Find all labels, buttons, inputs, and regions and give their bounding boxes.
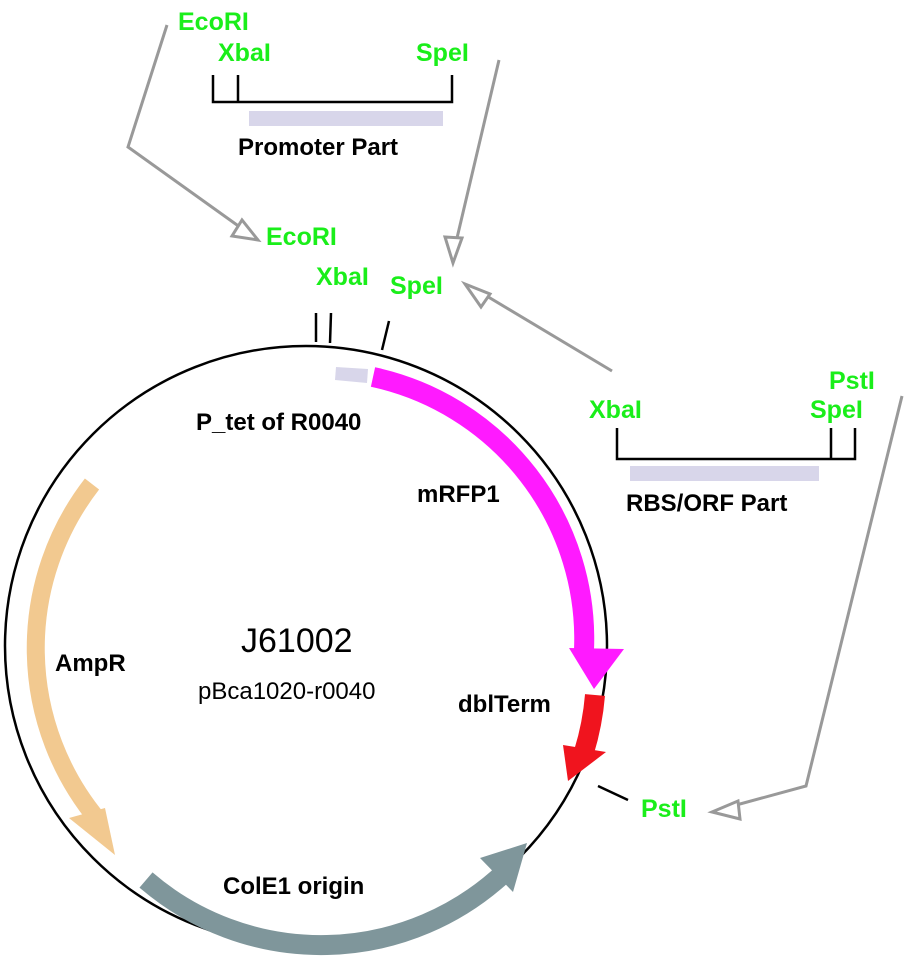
promoter-part-bar [249,111,443,126]
rbs-orf-site-spei: SpeI [810,396,863,424]
rbs-orf-site-xbai: XbaI [589,396,642,424]
feature-cole1-arrowhead [480,843,527,892]
rbs-orf-part: XbaI PstI SpeI RBS/ORF Part [589,367,875,517]
promoter-part-label: Promoter Part [238,134,398,161]
feature-mrfp1-arrowhead [569,648,624,689]
label-p-tet: P_tet of R0040 [196,409,361,436]
connector-spei-right-arrowhead [460,280,493,310]
feature-ampr-arrowhead [69,808,115,855]
plasmid-site-ticks [314,312,629,802]
connector-psti [717,395,904,812]
promoter-site-xbai: XbaI [218,39,271,67]
tick-xbai [328,312,333,344]
tick-psti [597,784,629,802]
feature-p-tet [335,367,368,383]
rbs-orf-part-label: RBS/ORF Part [626,490,787,517]
tick-spei [380,320,391,351]
feature-dblterm-arc [574,694,605,755]
feature-ampr-arc [26,478,105,826]
promoter-site-ecori: EcoRI [178,8,249,36]
rbs-orf-part-bracket [615,428,857,461]
connector-spei-top [451,59,501,256]
plasmid-site-psti: PstI [641,795,687,823]
connector-psti-arrowhead [707,798,742,821]
label-cole1: ColE1 origin [223,873,364,900]
connectors [126,24,904,821]
connector-ecori-arrowhead [229,217,262,243]
feature-cole1-arc [139,864,512,956]
promoter-part-bracket [211,75,454,104]
plasmid-site-ecori: EcoRI [266,223,337,251]
label-dblterm: dblTerm [458,691,551,718]
feature-mrfp1-arc [370,367,595,651]
promoter-site-spei: SpeI [416,39,469,67]
promoter-part: EcoRI XbaI SpeI Promoter Part [178,8,469,161]
plasmid-backbone-name: pBca1020-r0040 [198,678,375,705]
plasmid-site-spei: SpeI [390,272,443,300]
label-mrfp1: mRFP1 [417,481,500,508]
connector-spei-top-arrowhead [442,235,465,268]
label-ampr: AmpR [55,650,126,677]
connector-ecori [126,24,259,242]
rbs-orf-part-bar [630,466,819,481]
connector-spei-right [469,284,613,373]
feature-dblterm-arrowhead [563,745,606,781]
rbs-orf-site-psti: PstI [829,367,875,395]
plasmid-name: J61002 [241,622,353,660]
plasmid-site-xbai: XbaI [316,263,369,291]
